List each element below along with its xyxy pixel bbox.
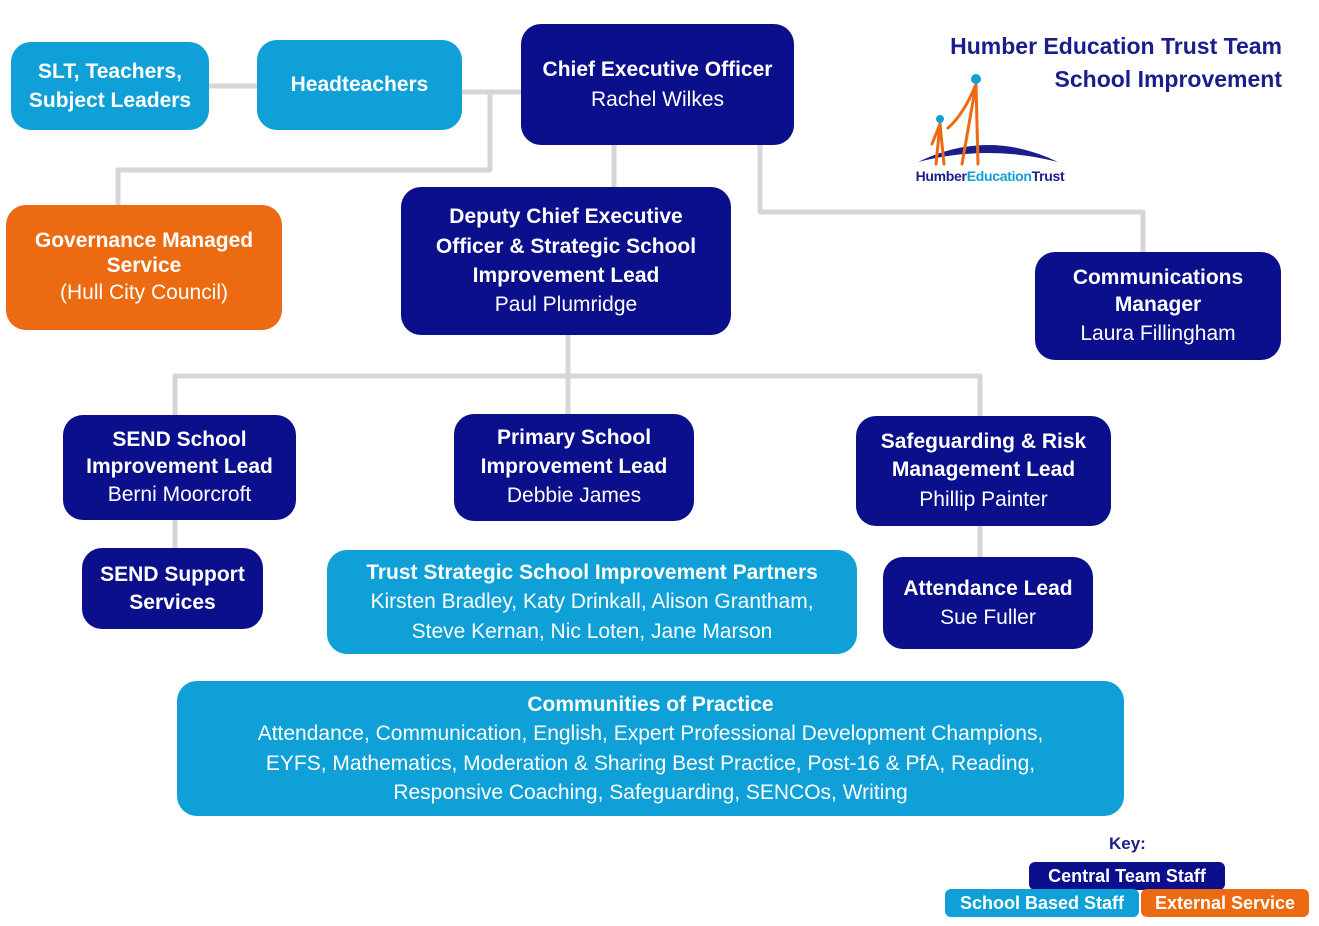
title-line-2: School Improvement — [1054, 65, 1282, 92]
improvement-partners-title: Trust Strategic School Improvement Partn… — [366, 560, 818, 584]
key-central-team: Central Team Staff — [1029, 862, 1225, 890]
governance-title: Governance Managed Service — [34, 228, 254, 277]
communities-line-3: Responsive Coaching, Safeguarding, SENCO… — [393, 780, 908, 804]
ceo-box: Chief Executive Officer Rachel Wilkes — [521, 24, 794, 145]
improvement-partners-box: Trust Strategic School Improvement Partn… — [327, 550, 857, 654]
send-support-box: SEND Support Services — [82, 548, 263, 629]
logo-text-education: Education — [966, 168, 1032, 184]
attendance-lead-name: Sue Fuller — [940, 606, 1036, 629]
communities-of-practice-box: Communities of Practice Attendance, Comm… — [177, 681, 1124, 816]
communities-line-2: EYFS, Mathematics, Moderation & Sharing … — [265, 751, 1036, 775]
headteachers-title: Headteachers — [290, 73, 429, 97]
logo-arch — [918, 145, 1058, 162]
key-school-based: School Based Staff — [945, 889, 1139, 917]
send-support-title: SEND Support Services — [100, 563, 245, 614]
safeguarding-lead-title: Safeguarding & Risk Management Lead — [880, 429, 1087, 482]
logo-wordmark: HumberEducationTrust — [900, 168, 1080, 184]
logo-text-trust: Trust — [1031, 168, 1065, 184]
communities-line-1: Attendance, Communication, English, Expe… — [257, 722, 1044, 746]
deputy-ceo-name: Paul Plumridge — [494, 293, 638, 317]
attendance-lead-title: Attendance Lead — [903, 576, 1073, 600]
page-title: Humber Education Trust Team School Impro… — [880, 30, 1282, 95]
safeguarding-lead-name: Phillip Painter — [919, 487, 1048, 511]
send-lead-box: SEND School Improvement Lead Berni Moorc… — [63, 415, 296, 520]
primary-lead-title: Primary School Improvement Lead — [480, 426, 668, 478]
headteachers-box: Headteachers — [257, 40, 462, 130]
safeguarding-lead-box: Safeguarding & Risk Management Lead Phil… — [856, 416, 1111, 526]
improvement-partners-line-1: Kirsten Bradley, Katy Drinkall, Alison G… — [370, 590, 814, 614]
slt-teachers-box: SLT, Teachers, Subject Leaders — [11, 42, 209, 130]
connector-governance-ceo — [115, 89, 493, 208]
communications-manager-title: Communications Manager — [1072, 266, 1244, 317]
governance-name: (Hull City Council) — [59, 280, 229, 304]
primary-lead-name: Debbie James — [506, 484, 642, 508]
primary-lead-box: Primary School Improvement Lead Debbie J… — [454, 414, 694, 521]
slt-teachers-title: SLT, Teachers, Subject Leaders — [28, 59, 192, 112]
deputy-ceo-box: Deputy Chief Executive Officer & Strateg… — [401, 187, 731, 335]
improvement-partners-line-2: Steve Kernan, Nic Loten, Jane Marson — [411, 619, 773, 643]
send-lead-name: Berni Moorcroft — [107, 483, 252, 507]
attendance-lead-box: Attendance Lead Sue Fuller — [883, 557, 1093, 649]
title-line-1: Humber Education Trust Team — [950, 33, 1282, 59]
deputy-ceo-title: Deputy Chief Executive Officer & Strateg… — [435, 205, 697, 287]
connector-ceo-comms — [757, 139, 1146, 259]
key-title: Key: — [1109, 834, 1146, 853]
communications-manager-name: Laura Fillingham — [1080, 321, 1236, 345]
send-lead-title: SEND School Improvement Lead — [86, 427, 273, 478]
logo-text-humber: Humber — [915, 168, 967, 184]
communities-title: Communities of Practice — [527, 692, 774, 716]
ceo-title: Chief Executive Officer — [542, 58, 773, 82]
ceo-name: Rachel Wilkes — [590, 87, 725, 111]
key-external-service: External Service — [1141, 889, 1309, 917]
governance-box: Governance Managed Service (Hull City Co… — [6, 205, 282, 330]
humber-education-trust-logo — [918, 74, 1058, 166]
communications-manager-box: Communications Manager Laura Fillingham — [1035, 252, 1281, 360]
